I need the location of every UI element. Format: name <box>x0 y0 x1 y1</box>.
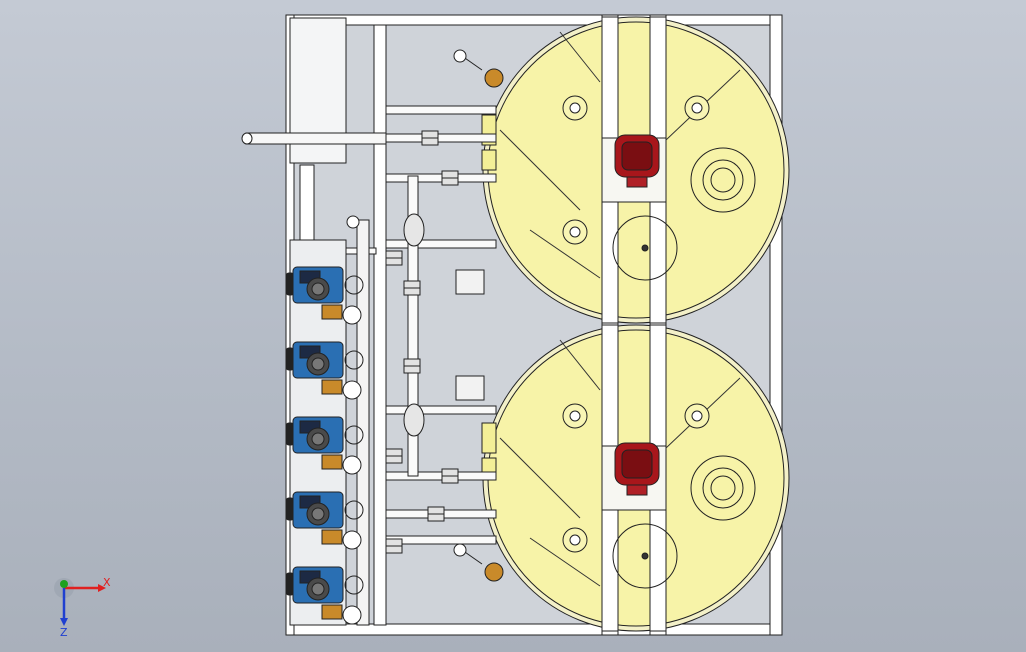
pump-head <box>321 529 343 545</box>
z-axis-arrow <box>60 618 68 626</box>
manhole <box>690 147 756 213</box>
x-axis-label: X <box>103 576 111 589</box>
nozzle-bore <box>569 226 581 238</box>
check-valve <box>342 455 362 475</box>
pump-valve-ring <box>344 575 364 595</box>
outlet-pipe <box>245 132 387 145</box>
pump-valve-ring <box>344 500 364 520</box>
brass-valve <box>484 562 504 582</box>
manhole-inner <box>702 467 744 509</box>
motor-fan-cover <box>621 449 653 479</box>
check-valve <box>342 380 362 400</box>
outlet-pipe-end <box>241 132 253 145</box>
nozzle-bore <box>569 102 581 114</box>
pump-motor-cap <box>311 432 325 446</box>
x-axis-arrow <box>98 584 106 592</box>
pump-head <box>321 304 343 320</box>
pump-valve-ring <box>344 275 364 295</box>
tank-bottom <box>481 324 790 632</box>
inspection-port <box>612 523 678 589</box>
inspection-port <box>612 215 678 281</box>
side-nozzle <box>481 149 497 171</box>
pump-4 <box>285 491 364 550</box>
z-axis-label: Z <box>60 626 68 639</box>
header-pipe <box>385 133 497 143</box>
pump-motor-cap <box>311 507 325 521</box>
segment-line <box>529 537 601 587</box>
motor-base <box>626 484 648 496</box>
motor-fan-cover <box>621 141 653 171</box>
rail-bottom <box>285 623 783 636</box>
segment-line <box>559 339 601 391</box>
handwheel <box>453 49 467 63</box>
pump-valve-ring <box>344 425 364 445</box>
level-switch <box>455 375 485 401</box>
suction-manifold <box>356 219 370 626</box>
pump-1 <box>285 266 364 325</box>
check-valve <box>342 305 362 325</box>
inspection-dot <box>641 244 649 252</box>
nozzle-bore <box>569 410 581 422</box>
nozzle-bore <box>691 102 703 114</box>
side-nozzle <box>481 422 497 454</box>
nozzle-bore <box>569 534 581 546</box>
manhole-core <box>710 475 736 501</box>
pump-3 <box>285 416 364 475</box>
piping <box>345 49 504 626</box>
pump-motor-cap <box>311 582 325 596</box>
segment-line <box>499 437 581 519</box>
tank-top <box>481 16 790 324</box>
pump-head <box>321 604 343 620</box>
strainer <box>403 403 425 437</box>
strainer <box>403 213 425 247</box>
rail-top <box>285 14 783 26</box>
support-post <box>299 164 315 241</box>
skid-assembly <box>241 14 790 636</box>
pump-motor-cap <box>311 357 325 371</box>
check-valve <box>342 530 362 550</box>
manhole <box>690 455 756 521</box>
segment-line <box>559 31 601 83</box>
pump-5 <box>285 566 364 625</box>
y-axis-dot <box>60 580 68 588</box>
motor-base <box>626 176 648 188</box>
inspection-dot <box>641 552 649 560</box>
header-pipe <box>385 471 497 481</box>
brass-valve <box>484 68 504 88</box>
pressure-gauge <box>346 215 360 229</box>
pump-valve-ring <box>344 350 364 370</box>
handwheel <box>453 543 467 557</box>
axis-triad: X Z <box>54 576 111 639</box>
manhole-core <box>710 167 736 193</box>
manhole-inner <box>702 159 744 201</box>
header-pipe <box>385 105 497 115</box>
segment-line <box>499 129 581 211</box>
segment-line <box>529 229 601 279</box>
check-valve <box>342 605 362 625</box>
pump-2 <box>285 341 364 400</box>
nozzle-bore <box>691 410 703 422</box>
header-pipe <box>385 173 497 183</box>
header-pipe <box>385 239 497 249</box>
header-pipe <box>385 405 497 415</box>
pump-motor-cap <box>311 282 325 296</box>
crossover-pipe <box>407 175 419 477</box>
level-switch <box>455 269 485 295</box>
pump-head <box>321 379 343 395</box>
metering-pumps <box>285 266 364 625</box>
pump-head <box>321 454 343 470</box>
beam-manifold <box>373 24 387 626</box>
